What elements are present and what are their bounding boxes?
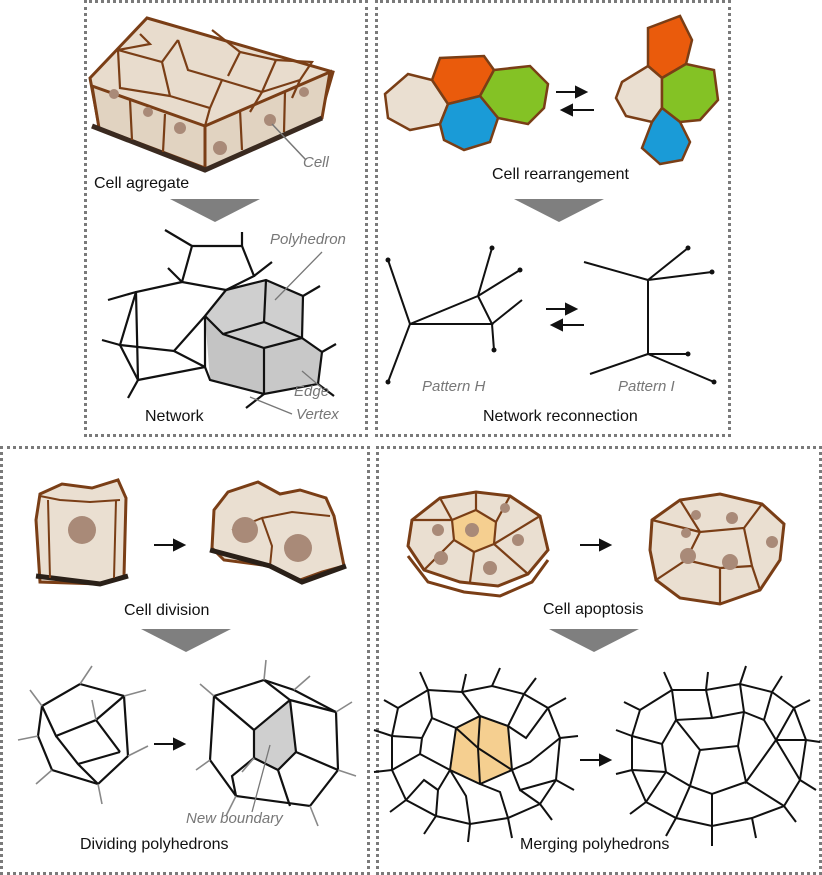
arrow-icon <box>154 538 187 552</box>
caption-cell-agregate: Cell agregate <box>94 175 190 192</box>
caption-dividing-polyhedrons: Dividing polyhedrons <box>80 836 229 853</box>
panel-cell-apoptosis <box>376 446 822 875</box>
merging-network-before <box>373 667 579 843</box>
exchange-arrows-icon <box>546 302 584 332</box>
dividing-polyhedron-before <box>17 665 149 805</box>
label-vertex: Vertex <box>296 406 339 423</box>
cell-apoptosis-before <box>406 490 550 598</box>
cell-apoptosis-after <box>648 492 786 606</box>
pattern-h-network <box>387 247 523 383</box>
pattern-i-network <box>583 247 715 383</box>
transition-arrow-icon <box>549 629 639 652</box>
cell-rearrangement-illustration <box>383 14 720 166</box>
dividing-polyhedron-after <box>195 659 357 827</box>
caption-cell-division: Cell division <box>124 602 210 619</box>
label-cell: Cell <box>303 154 329 171</box>
label-polyhedron: Polyhedron <box>270 231 346 248</box>
panel-cell-agregate <box>84 0 368 437</box>
label-edge: Edge <box>294 383 330 400</box>
caption-cell-rearrangement: Cell rearrangement <box>492 166 629 183</box>
merging-network-after <box>615 665 821 846</box>
transition-arrow-icon <box>514 199 604 222</box>
label-new-boundary: New boundary <box>186 810 283 827</box>
label-pattern-i: Pattern I <box>618 378 675 395</box>
arrow-icon <box>580 753 613 767</box>
caption-cell-apoptosis: Cell apoptosis <box>543 601 644 618</box>
cell-division-illustration <box>34 478 347 587</box>
arrow-icon <box>580 538 613 552</box>
label-pattern-h: Pattern H <box>422 378 486 395</box>
caption-merging-polyhedrons: Merging polyhedrons <box>520 836 670 853</box>
caption-network-reconnection: Network reconnection <box>483 408 638 425</box>
transition-arrow-icon <box>141 629 231 652</box>
transition-arrow-icon <box>170 199 260 222</box>
panel-cell-division <box>0 446 370 875</box>
network-illustration <box>101 229 337 415</box>
arrow-icon <box>154 737 187 751</box>
panel-cell-rearrangement <box>375 0 731 437</box>
caption-network: Network <box>145 408 204 425</box>
cell-aggregate-illustration <box>88 16 335 173</box>
exchange-arrows-icon <box>556 85 594 117</box>
